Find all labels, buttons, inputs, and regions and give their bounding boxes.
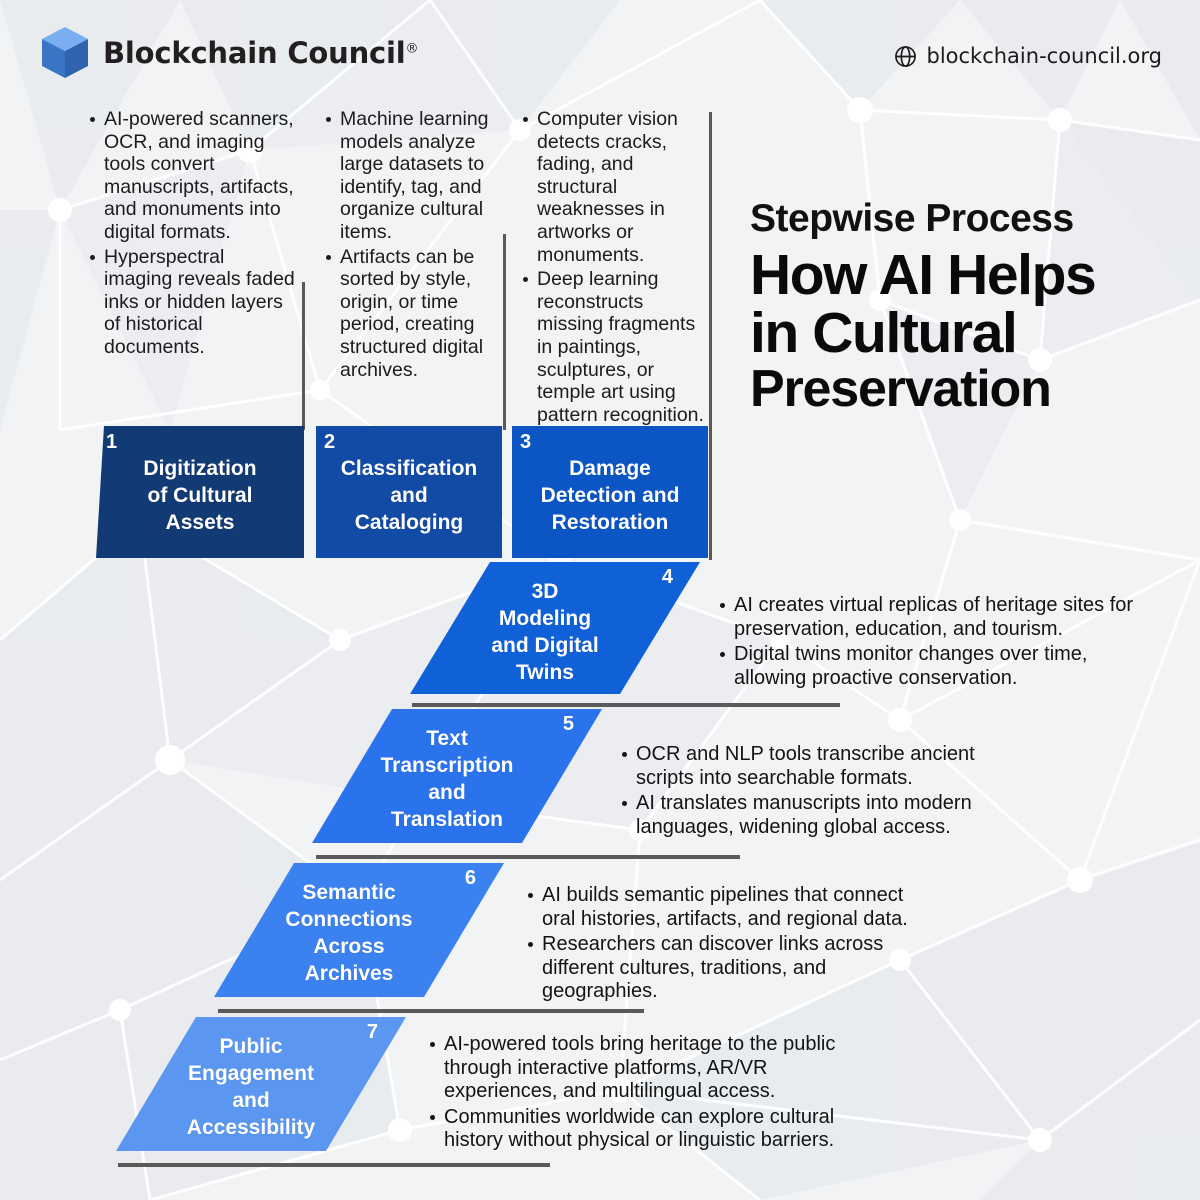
list-item: Deep learning reconstructs missing fragm… — [523, 268, 713, 426]
step-6-label: Semantic Connections Across Archives — [285, 881, 413, 985]
registered-mark: ® — [405, 41, 419, 57]
list-item: AI builds semantic pipelines that connec… — [528, 884, 940, 931]
step-6-shape — [214, 863, 504, 997]
brand-name: Blockchain Council® — [103, 36, 419, 70]
step-1-bullets: AI-powered scanners, OCR, and imaging to… — [82, 108, 297, 361]
top-bullet-columns: AI-powered scanners, OCR, and imaging to… — [0, 108, 1200, 428]
step-6-number: 6 — [464, 867, 476, 889]
step-5-connector-rule — [316, 855, 740, 859]
step-4-shape — [410, 562, 700, 694]
step-6-connector-rule — [218, 1009, 644, 1013]
brand-name-text: Blockchain Council — [103, 36, 406, 70]
step-7-connector-rule — [118, 1163, 550, 1167]
step-3-number: 3 — [520, 431, 532, 453]
step-7-number: 7 — [366, 1021, 378, 1043]
list-item: Communities worldwide can explore cultur… — [430, 1106, 872, 1153]
step-5-bullets: OCR and NLP tools transcribe ancient scr… — [614, 743, 1014, 841]
step-3-bullets: Computer vision detects cracks, fading, … — [515, 108, 713, 428]
globe-icon — [895, 45, 917, 67]
cube-icon — [42, 27, 88, 78]
title-line-2: in Cultural — [750, 300, 1018, 365]
page-header: Blockchain Council® blockchain-council.o… — [0, 0, 1200, 100]
list-item: Researchers can discover links across di… — [528, 933, 940, 1004]
website-link[interactable]: blockchain-council.org — [894, 44, 1162, 68]
column-divider-2 — [503, 234, 506, 430]
list-item: AI translates manuscripts into modern la… — [622, 792, 1014, 839]
title-line-1: How AI Helps — [750, 243, 1097, 308]
step-1-shape — [96, 426, 304, 558]
list-item: Machine learning models analyze large da… — [326, 108, 508, 244]
step-4-connector-rule — [412, 703, 840, 707]
step-2-bullets: Machine learning models analyze large da… — [318, 108, 508, 383]
list-item: Computer vision detects cracks, fading, … — [523, 108, 713, 266]
step-6-bullets: AI builds semantic pipelines that connec… — [520, 884, 940, 1006]
step-7-box[interactable]: 7 Public Engagement and Accessibility — [116, 1017, 406, 1151]
step-7-bullets: AI-powered tools bring heritage to the p… — [422, 1033, 872, 1155]
list-item: Digital twins monitor changes over time,… — [720, 643, 1142, 690]
step-1-box[interactable]: 1 Digitization of Cultural Assets — [96, 426, 304, 558]
column-divider-3 — [709, 112, 712, 560]
step-2-box[interactable]: 2 Classification and Cataloging — [316, 426, 502, 558]
website-url: blockchain-council.org — [926, 44, 1162, 68]
step-2-label: Classification and Cataloging — [340, 457, 478, 534]
brand-logo[interactable]: Blockchain Council® — [40, 26, 419, 80]
step-5-shape — [312, 709, 602, 843]
list-item: AI-powered scanners, OCR, and imaging to… — [90, 108, 297, 244]
step-5-label: Text Transcription and Translation — [380, 727, 514, 831]
step-4-label: 3D Modeling and Digital Twins — [491, 580, 599, 684]
step-6-box[interactable]: 6 Semantic Connections Across Archives — [214, 863, 504, 997]
step-4-number: 4 — [661, 566, 673, 588]
list-item: OCR and NLP tools transcribe ancient scr… — [622, 743, 1014, 790]
step-7-label: Public Engagement and Accessibility — [186, 1035, 316, 1139]
page-title: Stepwise Process How AI Helps in Cultura… — [750, 197, 1180, 418]
list-item: AI creates virtual replicas of heritage … — [720, 594, 1142, 641]
title-line-3: Preservation — [750, 359, 1052, 418]
step-1-label: Digitization of Cultural Assets — [143, 457, 257, 534]
title-kicker: Stepwise Process — [750, 197, 1074, 240]
list-item: AI-powered tools bring heritage to the p… — [430, 1033, 872, 1104]
step-5-box[interactable]: 5 Text Transcription and Translation — [312, 709, 602, 843]
step-4-box[interactable]: 4 3D Modeling and Digital Twins — [410, 562, 700, 694]
step-2-number: 2 — [324, 431, 336, 453]
step-3-shape — [512, 426, 708, 558]
list-item: Artifacts can be sorted by style, origin… — [326, 246, 508, 382]
step-2-shape — [316, 426, 502, 558]
step-5-number: 5 — [562, 713, 574, 735]
step-7-shape — [116, 1017, 406, 1151]
step-3-label: Damage Detection and Restoration — [540, 457, 680, 534]
step-4-bullets: AI creates virtual replicas of heritage … — [712, 594, 1142, 692]
column-divider-1 — [302, 282, 305, 430]
list-item: Hyperspectral imaging reveals faded inks… — [90, 246, 297, 359]
step-3-box[interactable]: 3 Damage Detection and Restoration — [512, 426, 708, 558]
step-1-number: 1 — [106, 431, 118, 453]
